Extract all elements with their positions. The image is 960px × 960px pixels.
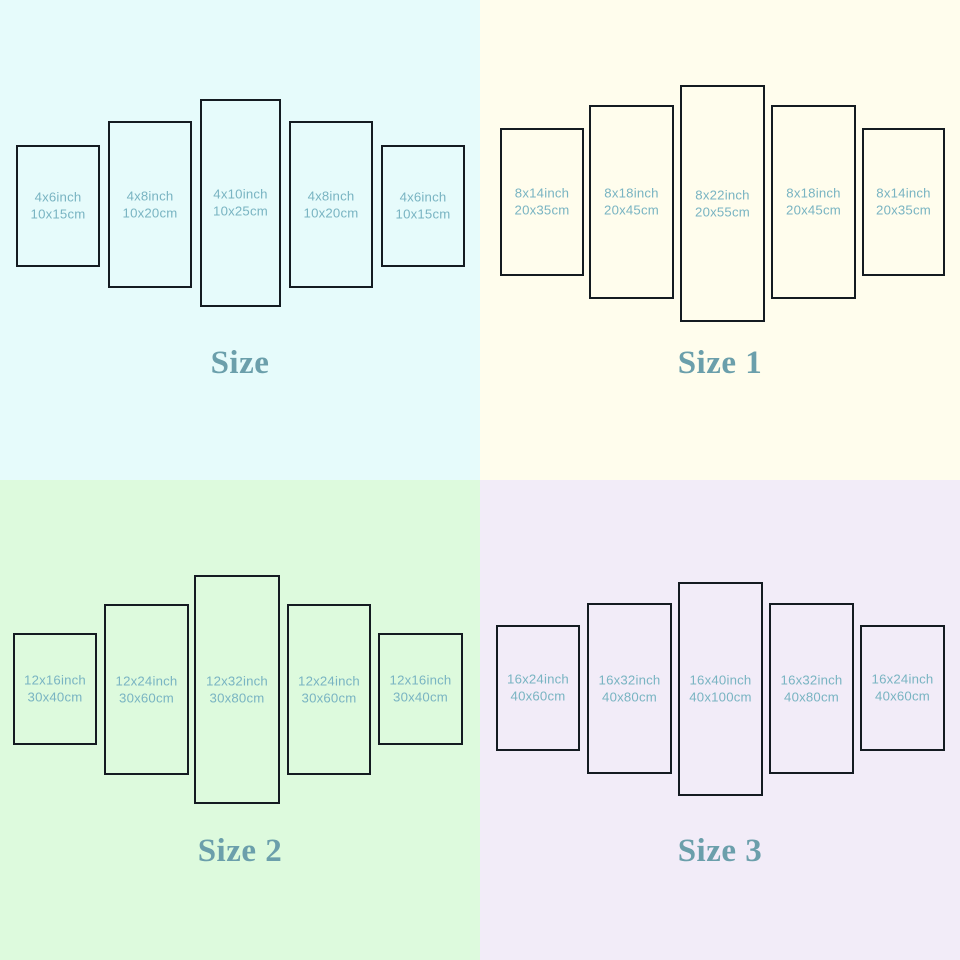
panel-size-inch: 4x6inch [34, 189, 82, 205]
panel-size-label: 8x18inch 20x45cm [604, 185, 659, 220]
panel-size-cm: 40x60cm [875, 689, 930, 704]
panel-size-cm: 20x45cm [786, 203, 841, 218]
panel-size-label: 4x6inch 10x15cm [31, 189, 86, 224]
panel-size-label: 16x40inch 40x100cm [689, 672, 751, 707]
panel-size-label: 16x24inch 40x60cm [872, 671, 934, 706]
quadrant-title-size-3: Size 3 [677, 833, 763, 869]
canvas-panel: 16x24inch 40x60cm [496, 625, 580, 751]
quadrant-title-size-1: Size 1 [677, 345, 763, 381]
panel-size-inch: 16x24inch [507, 671, 569, 687]
panel-size-inch: 16x40inch [689, 672, 752, 688]
canvas-panel: 8x14inch 20x35cm [862, 128, 945, 276]
panel-size-inch: 12x32inch [206, 673, 268, 689]
panel-size-inch: 16x32inch [598, 672, 661, 688]
panel-size-inch: 12x24inch [115, 673, 178, 689]
panel-size-inch: 8x14inch [876, 185, 931, 201]
panel-size-inch: 8x22inch [695, 187, 750, 203]
panel-size-cm: 10x20cm [303, 205, 359, 221]
panel-size-cm: 30x40cm [27, 690, 83, 705]
panel-size-inch: 4x8inch [307, 188, 355, 204]
panel-size-cm: 30x40cm [393, 690, 448, 705]
canvas-panel: 8x14inch 20x35cm [500, 128, 584, 276]
panel-size-inch: 8x18inch [604, 185, 659, 201]
panel-size-cm: 10x25cm [213, 204, 268, 219]
canvas-panel: 4x10inch 10x25cm [200, 99, 281, 307]
panel-size-inch: 16x24inch [871, 671, 934, 687]
panel-size-label: 12x16inch 30x40cm [390, 672, 452, 707]
canvas-panel: 12x16inch 30x40cm [13, 633, 97, 745]
panel-size-label: 16x24inch 40x60cm [507, 671, 569, 706]
panel-size-inch: 4x10inch [213, 186, 268, 202]
canvas-panel: 4x6inch 10x15cm [381, 145, 465, 267]
panel-size-inch: 8x18inch [786, 185, 841, 201]
panel-size-inch: 12x24inch [298, 673, 360, 689]
canvas-panel: 4x6inch 10x15cm [16, 145, 100, 267]
canvas-panel: 8x18inch 20x45cm [589, 105, 674, 299]
canvas-panel: 16x24inch 40x60cm [860, 625, 945, 751]
panel-size-inch: 16x32inch [780, 672, 843, 688]
panel-size-cm: 20x55cm [695, 204, 750, 220]
panel-size-cm: 30x60cm [119, 690, 174, 706]
panel-size-inch: 4x6inch [399, 189, 447, 205]
canvas-panel: 12x16inch 30x40cm [378, 633, 463, 745]
panel-size-cm: 30x80cm [209, 690, 265, 706]
canvas-panel: 16x40inch 40x100cm [678, 582, 763, 796]
panel-size-label: 12x16inch 30x40cm [24, 672, 86, 707]
panel-size-inch: 12x16inch [24, 672, 86, 688]
panel-size-cm: 40x100cm [689, 690, 752, 705]
canvas-panel: 8x18inch 20x45cm [771, 105, 856, 299]
panel-size-inch: 8x14inch [514, 185, 570, 201]
panel-size-cm: 10x15cm [395, 207, 451, 222]
quadrant-title-size: Size [210, 345, 270, 381]
panel-size-cm: 40x60cm [510, 689, 566, 704]
panel-size-cm: 40x80cm [602, 689, 657, 705]
panel-size-cm: 20x45cm [604, 203, 659, 218]
panel-size-cm: 10x20cm [122, 205, 178, 221]
panel-size-inch: 4x8inch [126, 188, 174, 204]
panel-size-label: 8x14inch 20x35cm [515, 185, 570, 220]
panel-size-label: 8x14inch 20x35cm [876, 185, 931, 220]
panel-size-cm: 10x15cm [30, 207, 86, 222]
panel-size-cm: 20x35cm [514, 203, 570, 218]
panel-size-label: 8x18inch 20x45cm [786, 185, 841, 220]
panel-size-cm: 40x80cm [784, 689, 839, 705]
panel-size-cm: 20x35cm [876, 203, 931, 218]
panel-size-label: 4x6inch 10x15cm [396, 189, 451, 224]
panel-size-label: 4x10inch 10x25cm [213, 186, 268, 221]
quadrant-title-size-2: Size 2 [197, 833, 283, 869]
panel-size-cm: 30x60cm [301, 690, 357, 706]
panel-size-inch: 12x16inch [389, 672, 452, 688]
